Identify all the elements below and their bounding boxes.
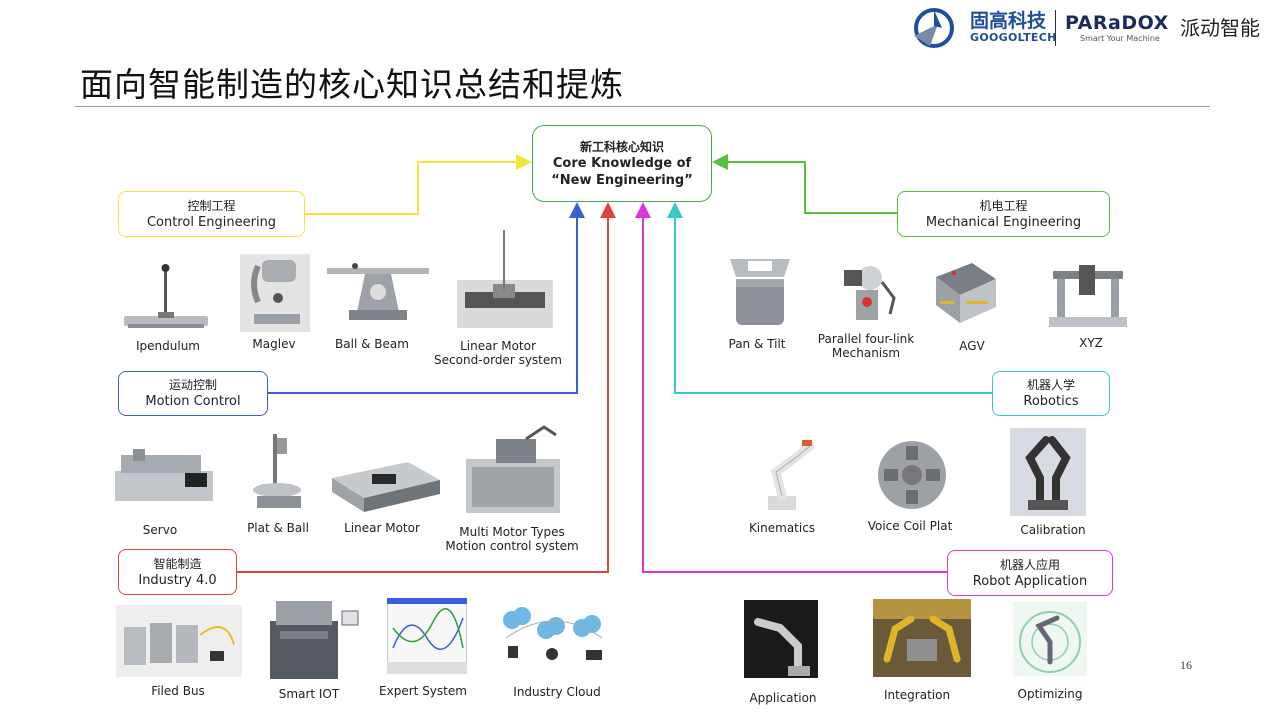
- pan-tilt-label: Pan & Tilt: [728, 337, 786, 351]
- googoltech-logo-icon: [914, 8, 954, 48]
- optimizing-label: Optimizing: [1017, 687, 1083, 701]
- multi-motor-label-2: Motion control system: [445, 539, 579, 553]
- robot-application-en: Robot Application: [972, 573, 1088, 589]
- core-knowledge-en-1: Core Knowledge of: [552, 155, 692, 171]
- ball-beam-image: [327, 263, 429, 320]
- calibration-image: [1010, 428, 1086, 516]
- robot-application-cn: 机器人应用: [999, 557, 1060, 572]
- paidong-logo-text: 派动智能: [1180, 16, 1260, 40]
- mechanical-engineering-en: Mechanical Engineering: [925, 214, 1082, 230]
- pan-tilt-image: [730, 259, 790, 325]
- plat-ball-label: Plat & Ball: [247, 521, 309, 535]
- industry-connector: [237, 202, 616, 573]
- ipendulum-label: Ipendulum: [136, 339, 200, 353]
- expert-system-label: Expert System: [379, 684, 467, 698]
- motion-control-en: Motion Control: [145, 394, 241, 409]
- control-engineering-en: Control Engineering: [146, 214, 277, 230]
- robotics-box: 机器人学 Robotics: [992, 371, 1110, 416]
- robotics-cn: 机器人学: [1026, 378, 1075, 392]
- parallel-four-link-image: [844, 266, 896, 320]
- title-divider: [75, 106, 1210, 107]
- voice-coil-plat-image: [878, 441, 946, 509]
- robot-application-box: 机器人应用 Robot Application: [947, 550, 1113, 596]
- paradox-tagline: Smart Your Machine: [1080, 34, 1160, 43]
- parallel-label-2: Mechanism: [831, 346, 901, 360]
- linear-motor-label: Linear Motor: [344, 521, 420, 535]
- linear-motor-image: [332, 462, 440, 512]
- control-engineering-box: 控制工程 Control Engineering: [118, 191, 305, 237]
- industry-en: Industry 4.0: [138, 572, 217, 588]
- expert-system-image: [387, 598, 467, 674]
- agv-label: AGV: [959, 339, 985, 353]
- linear-motor-2nd-label-1: Linear Motor: [460, 339, 536, 353]
- industry-cn: 智能制造: [153, 556, 202, 571]
- calibration-label: Calibration: [1020, 523, 1086, 537]
- application-image: [744, 600, 818, 678]
- robot-app-connector: [635, 202, 947, 573]
- plat-ball-image: [253, 434, 301, 508]
- industry-box: 智能制造 Industry 4.0: [118, 549, 237, 595]
- application-label: Application: [749, 691, 817, 705]
- mechanical-engineering-box: 机电工程 Mechanical Engineering: [897, 191, 1110, 237]
- control-engineering-cn: 控制工程: [187, 198, 236, 213]
- paradox-logo: PARaDOX: [1065, 12, 1169, 34]
- multi-motor-label-1: Multi Motor Types: [459, 525, 565, 539]
- xyz-label: XYZ: [1079, 336, 1103, 350]
- logo-divider: [1055, 10, 1056, 46]
- filed-bus-label: Filed Bus: [151, 684, 205, 698]
- control-connector: [305, 154, 532, 215]
- industry-cloud-image: [503, 607, 603, 660]
- multi-motor-image: [466, 425, 560, 513]
- mechanical-connector: [712, 154, 897, 214]
- parallel-label-1: Parallel four-link: [817, 332, 915, 346]
- logo-chinese-name: 固高科技: [970, 10, 1047, 32]
- integration-image: [873, 599, 971, 677]
- kinematics-image: [768, 440, 815, 510]
- core-knowledge-en-2: “New Engineering”: [551, 172, 693, 188]
- logo-english-name: GOOGOLTECH: [970, 31, 1057, 44]
- ipendulum-image: [124, 264, 208, 328]
- motion-connector: [268, 202, 585, 394]
- integration-label: Integration: [883, 688, 951, 702]
- page-number: 16: [1180, 658, 1192, 672]
- maglev-label: Maglev: [252, 337, 296, 351]
- page-title: 面向智能制造的核心知识总结和提炼: [80, 65, 624, 104]
- mechanical-engineering-cn: 机电工程: [979, 198, 1028, 213]
- robotics-connector: [667, 202, 992, 394]
- motion-control-box: 运动控制 Motion Control: [118, 371, 268, 416]
- agv-image: [936, 263, 996, 323]
- filed-bus-image: [116, 605, 242, 677]
- maglev-image: [240, 254, 310, 332]
- ball-beam-label: Ball & Beam: [335, 337, 409, 351]
- kinematics-label: Kinematics: [748, 521, 816, 535]
- industry-cloud-label: Industry Cloud: [513, 685, 601, 699]
- motion-control-cn: 运动控制: [168, 378, 217, 392]
- voice-coil-label: Voice Coil Plat: [867, 519, 953, 533]
- core-knowledge-cn: 新工科核心知识: [579, 139, 664, 154]
- robotics-en: Robotics: [1023, 394, 1079, 409]
- optimizing-image: [1013, 602, 1087, 676]
- smart-iot-image: [270, 601, 359, 679]
- linear-motor-2nd-label-2: Second-order system: [434, 353, 562, 367]
- linear-motor-2nd-image: [457, 230, 553, 328]
- xyz-image: [1049, 265, 1127, 327]
- core-knowledge-box: 新工科核心知识 Core Knowledge of “New Engineeri…: [532, 125, 712, 202]
- servo-image: [115, 449, 213, 501]
- smart-iot-label: Smart IOT: [278, 687, 340, 701]
- servo-label: Servo: [142, 523, 178, 537]
